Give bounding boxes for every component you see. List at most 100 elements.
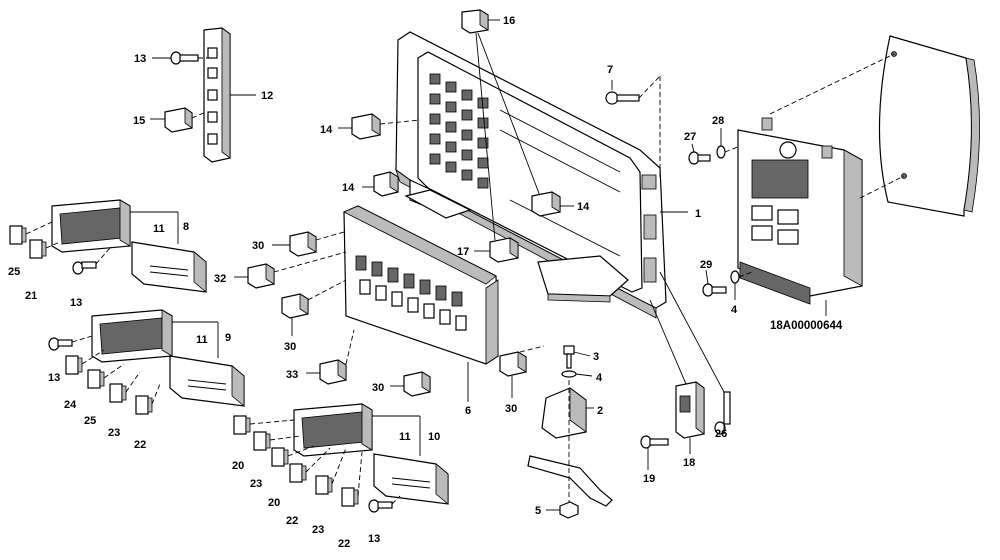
terminal-22-b [289,447,331,483]
relay-30-a [272,231,345,257]
callout-22-a: 22 [134,439,146,451]
relay-15 [150,107,207,133]
screw-7 [605,75,661,180]
washer-4-right [730,270,753,300]
callout-23-b: 23 [250,478,262,490]
relay-30-d [499,345,545,398]
cover-panel [769,35,980,217]
callout-14-right: 14 [577,201,590,213]
callout-30-c: 30 [372,382,384,394]
callout-19: 19 [643,473,655,485]
callout-16: 16 [503,15,515,27]
callout-12: 12 [261,90,273,102]
callout-33: 33 [286,369,298,381]
bracket-2 [541,387,594,439]
screw-13-b [48,335,93,351]
callout-17: 17 [457,246,469,258]
callout-8: 8 [183,221,189,233]
relay-32 [234,251,347,289]
connector-housing-8 [51,199,131,253]
callout-11-c: 11 [399,431,411,443]
screw-26 [714,391,731,435]
callout-29: 29 [700,259,712,271]
fuse-grid [429,73,489,189]
callout-5: 5 [535,505,541,517]
callout-11-a: 11 [153,223,165,235]
relay-14-right [531,191,574,217]
callout-13-a: 13 [70,297,82,309]
callout-22-c: 22 [338,538,350,550]
callout-labels: 1 2 3 4 4 5 6 7 8 9 10 11 11 11 12 13 13… [8,15,843,550]
relay-16 [461,9,541,241]
mounting-frame-1 [395,31,667,319]
callout-15: 15 [133,115,145,127]
relay-33 [306,329,355,385]
callout-26: 26 [715,428,727,440]
callout-20-b: 20 [268,497,280,509]
callout-25-a: 25 [8,266,20,278]
leader-26-link [659,271,725,393]
connector-18 [675,381,705,454]
mounting-strap [527,455,613,507]
terminal-20-a [233,415,295,435]
drawing-reference-code: 18A00000644 [770,320,843,332]
callout-13-b: 13 [48,372,60,384]
callout-3: 3 [593,351,599,363]
terminal-22-a [135,383,161,415]
terminal-20-b [271,445,315,467]
screw-13-top [152,51,210,65]
callout-23-c: 23 [312,524,324,536]
washer-28 [716,128,741,159]
terminal-22-c [341,451,363,507]
callout-30-b: 30 [284,341,296,353]
relay-strip-12 [203,27,231,163]
callout-14-mid: 14 [342,182,355,194]
nut-5 [546,380,579,519]
connector-housing-10 [293,403,373,457]
callout-1: 1 [695,208,701,220]
relay-14-mid [362,171,399,197]
bolt-3 [563,345,591,369]
terminal-21 [29,239,61,259]
fuse-array [355,255,467,331]
terminal-23-b [253,431,301,451]
callout-18: 18 [683,457,695,469]
callout-9: 9 [225,332,231,344]
relay-17 [474,237,519,263]
callout-24: 24 [64,399,77,411]
washer-4-bottom [561,370,593,378]
callout-7: 7 [607,64,613,76]
callout-30-d: 30 [505,403,517,415]
connector-housing-9 [91,309,173,363]
terminal-23-a [109,371,141,403]
callout-10: 10 [428,431,440,443]
terminal-25-a [9,221,53,245]
relay-30-c [390,371,431,397]
screw-29 [702,269,727,297]
callout-20-a: 20 [232,460,244,472]
callout-23-a: 23 [108,427,120,439]
fuse-box-6 [343,205,499,402]
callout-4-right: 4 [731,304,738,316]
callout-14-left: 14 [320,124,333,136]
callout-27: 27 [684,131,696,143]
relay-14-left [338,113,421,140]
control-unit [737,117,863,305]
callout-6: 6 [465,405,471,417]
relay-30-b [281,279,347,336]
leader-18-link [649,299,687,385]
callout-2: 2 [597,405,603,417]
callout-21: 21 [25,290,37,302]
cover-11-c [373,453,449,505]
cover-11-a [131,241,207,293]
screw-13-d [368,495,401,513]
screw-27 [688,143,711,165]
screw-13-a [72,247,111,275]
callout-22-b: 22 [286,515,298,527]
callout-25-b: 25 [84,415,96,427]
terminal-23-c [315,447,347,495]
terminal-25-b [87,363,125,389]
screw-19 [640,435,669,470]
